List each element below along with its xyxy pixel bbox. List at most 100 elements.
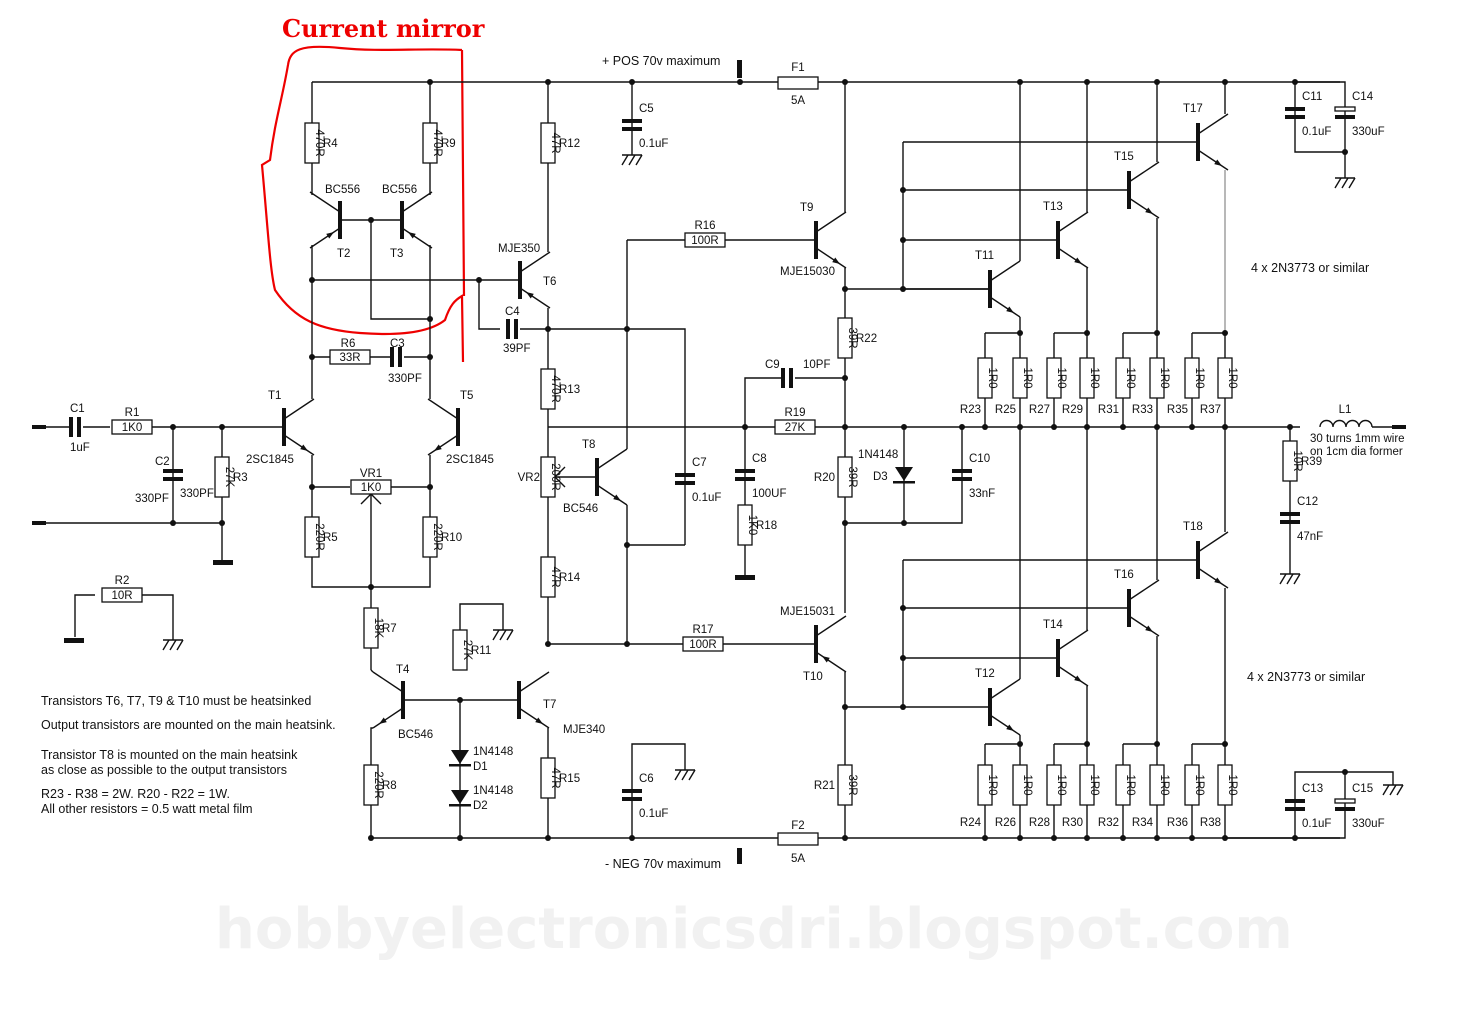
resistor-ref-R22: R22: [856, 333, 877, 345]
emitter-arrow-T17: [1214, 159, 1222, 166]
junction-dot: [737, 79, 743, 85]
emitter-arrow-T18: [1214, 577, 1222, 584]
capacitor-plate-C10: [952, 477, 972, 481]
resistor-ref-R2: R2: [115, 575, 130, 587]
junction-dot: [1017, 424, 1023, 430]
resistor-R7: [363, 607, 379, 649]
capacitor-plate-C7: [675, 473, 695, 477]
transistor-T16: [1127, 589, 1131, 627]
wire: [989, 296, 1021, 318]
wire: [1197, 567, 1229, 589]
capacitor-plate-undefined: [506, 319, 510, 339]
resistor-value-: 1R0: [1124, 367, 1136, 388]
emitter-arrow-T3: [408, 232, 416, 239]
junction-dot: [1189, 424, 1195, 430]
fuse-value-F1: 5A: [791, 95, 805, 107]
ref-T3: T3: [390, 248, 403, 260]
resistor-R9: [422, 122, 438, 164]
resistor-R4: [304, 122, 320, 164]
wire: [401, 191, 433, 213]
diode-D3: [895, 467, 913, 481]
inductor-note-line1: 30 turns 1mm wire: [1310, 433, 1405, 445]
resistor-ref-R1: R1: [125, 407, 140, 419]
capacitor-value-C5: 0.1uF: [639, 138, 668, 150]
transistor-T6: [518, 261, 522, 299]
capacitor-value-C13: 0.1uF: [1302, 818, 1331, 830]
capacitor-ref-C15: C15: [1352, 783, 1373, 795]
capacitor-ref-C5: C5: [639, 103, 654, 115]
emitter-resistor-ref: R28: [1029, 817, 1050, 829]
junction-dot: [545, 835, 551, 841]
ref-T14: T14: [1043, 619, 1063, 631]
resistor-value-: 33R: [339, 352, 360, 364]
wire: [628, 154, 636, 166]
transistor-T10: [814, 625, 818, 663]
junction-dot: [1292, 835, 1298, 841]
capacitor-plate-C13: [1285, 807, 1305, 811]
capacitor-plate-undefined: [514, 319, 518, 339]
resistor-value-R10: 220R: [431, 523, 443, 551]
wire: [478, 280, 500, 330]
terminal-bar: [737, 848, 742, 864]
capacitor-plate-C6: [622, 797, 642, 801]
capacitor-value-C10: 33nF: [969, 488, 995, 500]
junction-dot: [1120, 835, 1126, 841]
emitter-resistor-ref: R36: [1167, 817, 1188, 829]
wire: [596, 448, 628, 470]
inductor-note-line2: on 1cm dia former: [1310, 446, 1403, 458]
note-line-5: R23 - R38 = 2W. R20 - R22 = 1W.: [41, 787, 230, 801]
note-line-6: All other resistors = 0.5 watt metal fil…: [41, 802, 253, 816]
resistor-R12: [540, 122, 556, 164]
emitter-resistor-ref: R24: [960, 817, 982, 829]
wire: [1279, 573, 1287, 585]
resistor-ref-R15: R15: [559, 773, 580, 785]
resistor-R16: [684, 232, 726, 248]
capacitor-ref-C3: C3: [390, 338, 405, 350]
current-mirror-outline: [260, 45, 466, 363]
resistor-: [1079, 357, 1095, 399]
fuse-ref-F1: F1: [791, 62, 804, 74]
resistor-: [1012, 357, 1028, 399]
resistor-ref-R12: R12: [559, 138, 580, 150]
resistor-value-R14: 47R: [549, 566, 561, 587]
resistor-ref-R10: R10: [441, 532, 462, 544]
capacitor-ref-C14: C14: [1352, 91, 1374, 103]
emitter-arrow-T14: [1074, 675, 1082, 682]
resistor-ref-R9: R9: [441, 138, 456, 150]
capacitor-plate-C7: [675, 481, 695, 485]
current-mirror-title: Current mirror: [282, 14, 485, 43]
resistor-value-R18: 1K0: [746, 515, 758, 535]
resistor-R10: [422, 516, 438, 558]
resistor-: [1012, 764, 1028, 806]
diode-ref-D1: D1: [473, 761, 488, 773]
emitter-resistor-ref: R31: [1098, 404, 1119, 416]
pot-value-VR1: 1K0: [361, 482, 381, 494]
resistor-value-R11: 27K: [461, 640, 473, 661]
wire: [989, 714, 1021, 736]
capacitor-value-: 330PF: [180, 488, 214, 500]
wire: [309, 191, 341, 213]
wire: [427, 434, 459, 456]
emitter-resistor-ref: R27: [1029, 404, 1050, 416]
emitter-resistor-ref: R35: [1167, 404, 1188, 416]
resistor-R22: [837, 317, 853, 359]
capacitor-ref-C2: C2: [155, 456, 170, 468]
junction-dot: [309, 277, 315, 283]
resistor-ref-R17: R17: [692, 624, 713, 636]
resistor-value-R3: 27K: [223, 467, 235, 488]
emitter-arrow-T10: [822, 656, 830, 663]
pot-value-VR2: 200R: [549, 463, 561, 491]
wire: [427, 398, 459, 420]
emitter-arrow-T16: [1145, 625, 1153, 632]
terminal-bar: [737, 60, 742, 78]
wire: [1341, 177, 1349, 189]
wire: [744, 377, 783, 427]
inductor-L1: [1319, 419, 1373, 428]
wire: [989, 260, 1021, 282]
ref-T13: T13: [1043, 201, 1063, 213]
emitter-arrow-T6: [526, 292, 534, 299]
terminal-bar: [32, 521, 46, 525]
transistor-T12: [988, 688, 992, 726]
terminal-bar: [1392, 425, 1406, 429]
emitter-arrow-T7: [535, 717, 543, 724]
